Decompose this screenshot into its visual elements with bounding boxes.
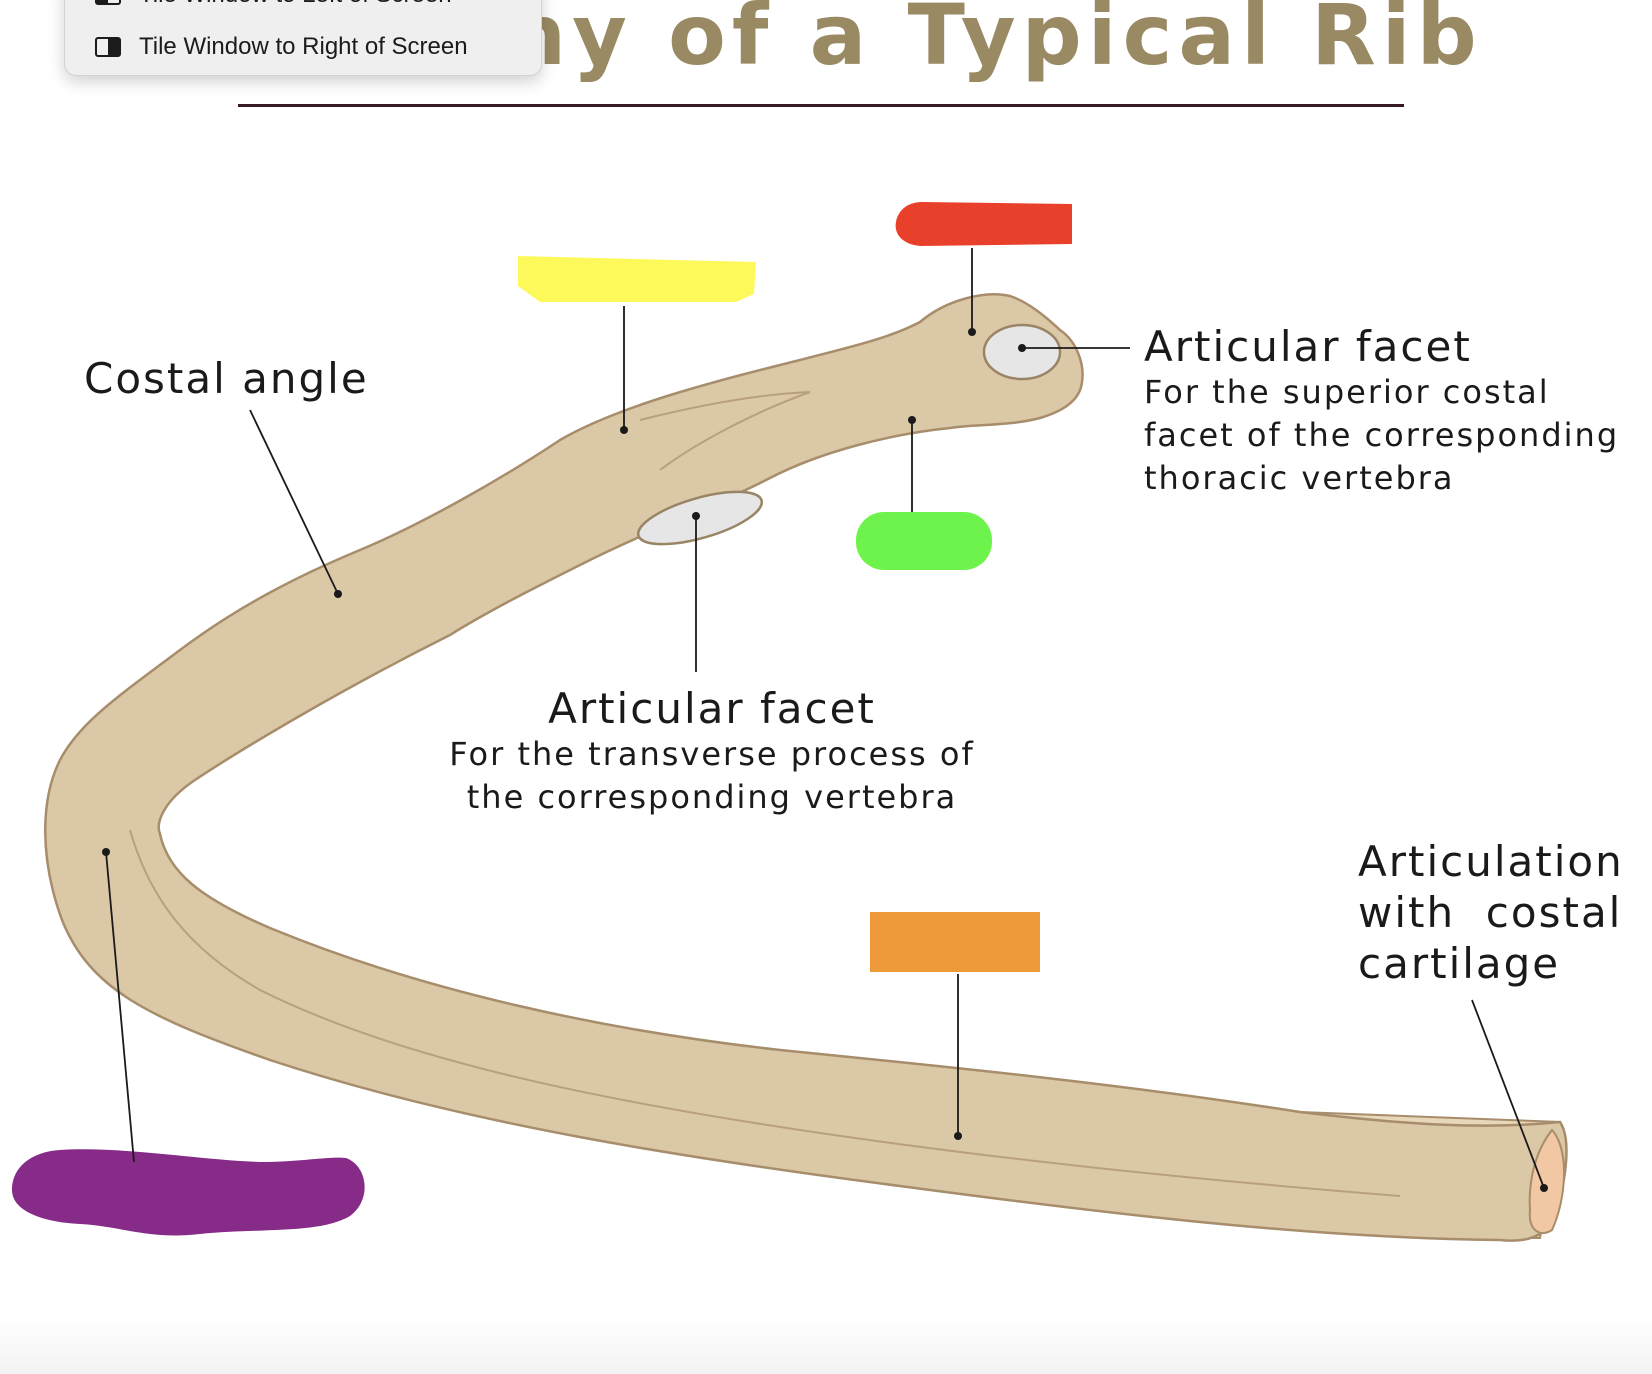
label-costal-angle: Costal angle xyxy=(84,354,369,403)
menu-item-tile-left-label: Tile Window to Left of Screen xyxy=(139,0,452,9)
dot-purple xyxy=(102,848,110,856)
label-tubercle-facet: Articular facet For the transverse proce… xyxy=(432,684,992,819)
menu-item-tile-right[interactable]: Tile Window to Right of Screen xyxy=(65,25,541,69)
leader-dots xyxy=(102,328,1548,1192)
tubercle-facet-desc-2: the corresponding vertebra xyxy=(466,778,958,816)
dot-costal-angle xyxy=(334,590,342,598)
rib-crease xyxy=(129,829,1401,1197)
dot-head-facet xyxy=(1018,344,1026,352)
menu-item-tile-left[interactable]: Tile Window to Left of Screen xyxy=(65,0,541,17)
leader-lines xyxy=(105,248,1545,1189)
leader-cartilage xyxy=(1471,999,1545,1189)
leader-purple xyxy=(105,851,135,1163)
rib-ridge xyxy=(639,391,811,471)
cartilage-line-2: with costal xyxy=(1358,888,1623,937)
leader-costal-angle xyxy=(249,409,339,595)
dot-yellow xyxy=(620,426,628,434)
redacted-label-yellow xyxy=(518,256,756,302)
rib-body xyxy=(44,293,1568,1242)
tile-right-icon xyxy=(95,37,121,57)
dot-cartilage xyxy=(1540,1184,1548,1192)
tubercle-facet-title: Articular facet xyxy=(548,684,876,733)
tile-left-icon xyxy=(95,0,121,5)
cartilage-line-3: cartilage xyxy=(1358,939,1561,988)
head-facet-desc-1: For the superior costal xyxy=(1144,373,1550,411)
title-underline xyxy=(238,104,1404,107)
menu-item-tile-right-label: Tile Window to Right of Screen xyxy=(139,33,468,60)
tubercle-facet-desc-1: For the transverse process of xyxy=(449,735,975,773)
bottom-edge xyxy=(0,1316,1652,1374)
head-facet-title: Articular facet xyxy=(1144,322,1472,371)
head-facet-desc-3: thoracic vertebra xyxy=(1144,459,1455,497)
label-head-facet: Articular facet For the superior costal … xyxy=(1144,322,1619,500)
tubercle-articular-facet xyxy=(636,490,764,546)
window-tile-menu: Tile Window to Left of Screen Tile Windo… xyxy=(64,0,542,76)
label-costal-cartilage: Articulation with costal cartilage xyxy=(1358,836,1624,989)
redacted-label-red xyxy=(895,202,1072,246)
dot-tubercle-facet xyxy=(692,512,700,520)
redacted-label-purple xyxy=(12,1149,365,1236)
head-facet-desc-2: facet of the corresponding xyxy=(1144,416,1620,454)
dot-orange xyxy=(954,1132,962,1140)
dot-red xyxy=(968,328,976,336)
cartilage-line-1: Articulation xyxy=(1358,837,1624,886)
dot-green xyxy=(908,416,916,424)
redacted-label-green xyxy=(856,512,992,570)
redacted-label-orange xyxy=(870,912,1040,972)
